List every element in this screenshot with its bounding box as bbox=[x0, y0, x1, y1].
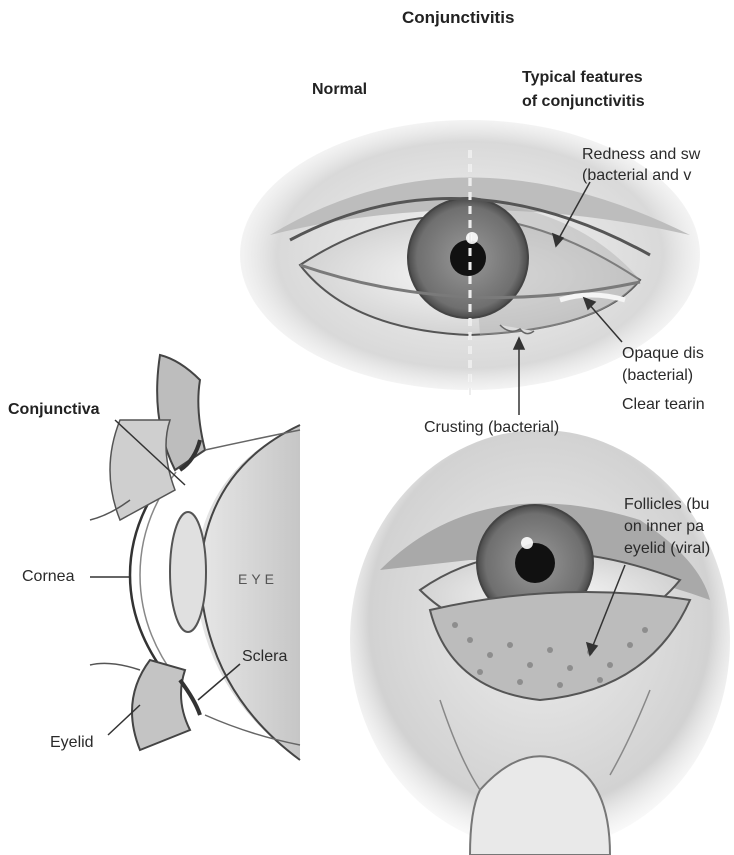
eye-cross-section bbox=[90, 355, 300, 760]
cornea-label: Cornea bbox=[22, 567, 74, 587]
typical-features-header-line2: of conjunctivitis bbox=[522, 92, 645, 112]
eyelid-label: Eyelid bbox=[50, 733, 94, 753]
crusting-label: Crusting (bacterial) bbox=[424, 418, 559, 438]
redness-label-line2: (bacterial and v bbox=[582, 166, 691, 186]
follicles-label-line2: on inner pa bbox=[624, 517, 704, 537]
diagram-title: Conjunctivitis bbox=[402, 8, 514, 28]
follicles-label-line1: Follicles (bu bbox=[624, 495, 709, 515]
eye-label: EYE bbox=[238, 569, 278, 589]
bottom-eye-illustration bbox=[350, 430, 730, 855]
sclera-label: Sclera bbox=[242, 647, 287, 667]
typical-features-header-line1: Typical features bbox=[522, 68, 643, 88]
conjunctiva-label: Conjunctiva bbox=[8, 400, 100, 420]
opaque-discharge-label-line2: (bacterial) bbox=[622, 366, 693, 386]
normal-header: Normal bbox=[312, 80, 367, 100]
opaque-discharge-label-line1: Opaque dis bbox=[622, 344, 704, 364]
clear-tearing-label: Clear tearin bbox=[622, 395, 705, 415]
follicles-label-line3: eyelid (viral) bbox=[624, 539, 710, 559]
redness-label-line1: Redness and sw bbox=[582, 145, 700, 165]
